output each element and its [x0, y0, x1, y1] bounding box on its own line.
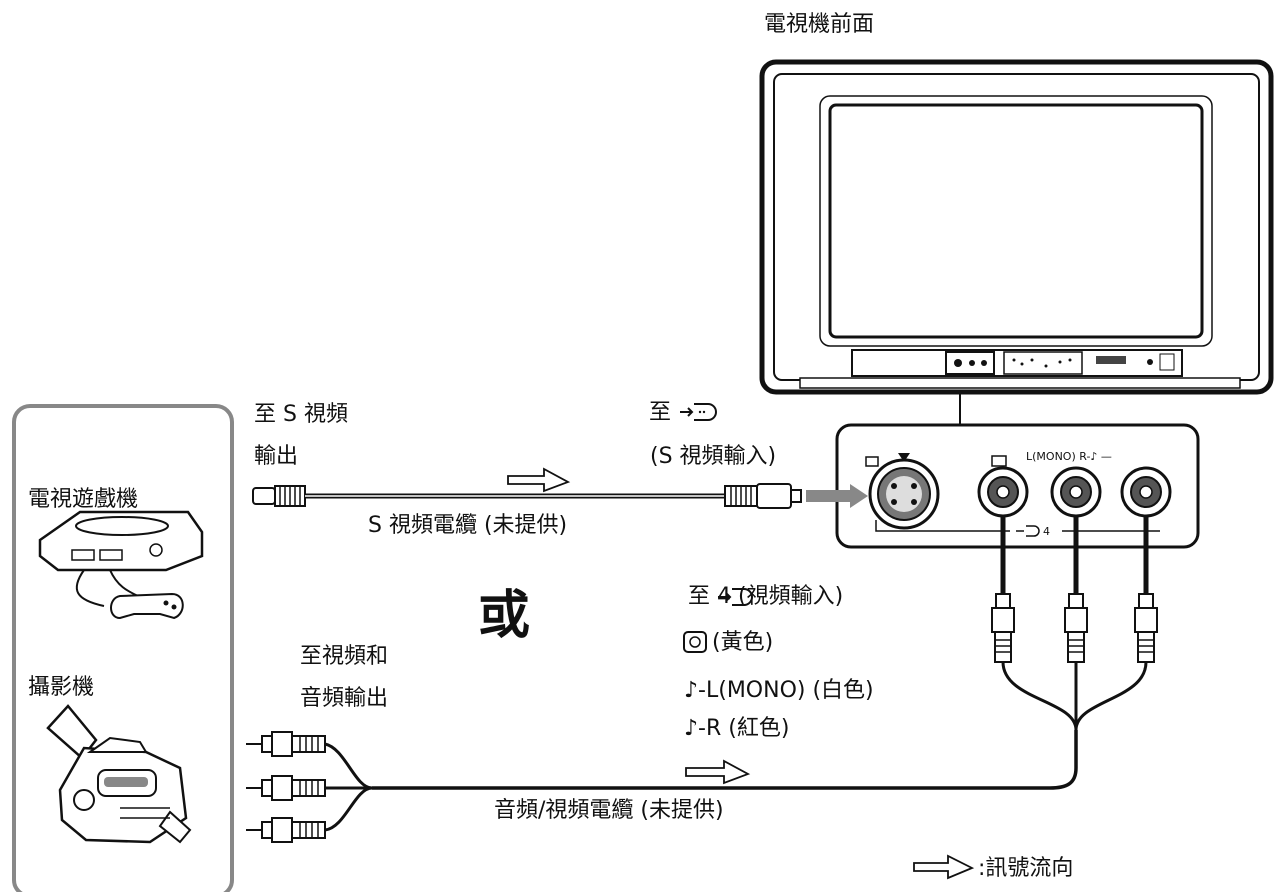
video-icon: [683, 631, 707, 653]
video-jack: [977, 466, 1029, 518]
av-source-line1: 至視頻和: [300, 644, 389, 669]
av-target-label: 至 4 (視頻輸入): [688, 584, 844, 609]
s-video-jack: [868, 458, 940, 530]
s-video-cable: [252, 483, 868, 509]
camcorder-illustration: [46, 704, 192, 844]
s-video-source-line1: 至 S 視頻: [254, 402, 348, 427]
s-video-target-line1: 至: [649, 400, 672, 425]
audio-l-jack: [1050, 466, 1102, 518]
camcorder-label: 攝影機: [28, 675, 95, 700]
audio-r-jack: [1120, 466, 1172, 518]
input-4-icon: [718, 588, 753, 606]
game-console-illustration: [38, 510, 204, 620]
game-console-label: 電視遊戲機: [28, 487, 139, 512]
panel-audio-label: L(MONO) R-♪ —: [1026, 450, 1112, 463]
input-panel-zoom: [835, 423, 1200, 549]
legend-arrow-icon: [913, 854, 975, 880]
tv-screen: [828, 103, 1204, 339]
panel-input-4-label: 4: [1043, 525, 1050, 538]
av-cable-label: 音頻/視頻電纜 (未提供): [494, 798, 724, 823]
flow-arrow-s-video: [507, 467, 571, 493]
av-audio-l-label: ♪-L(MONO) (白色): [684, 678, 874, 703]
tv-title: 電視機前面: [764, 12, 875, 37]
s-video-target-line2: (S 視頻輸入): [650, 444, 777, 469]
av-plugs-tv-side: [372, 516, 1158, 790]
input-icon: [680, 403, 717, 421]
legend-label: :訊號流向: [978, 856, 1074, 881]
s-video-source-line2: 輸出: [254, 444, 299, 469]
av-video-label: (黃色): [712, 630, 774, 655]
tv-front-panel: [851, 349, 1183, 377]
tv-front: [759, 59, 1274, 425]
s-video-cable-label: S 視頻電纜 (未提供): [368, 513, 568, 538]
av-plugs-device-side: [246, 731, 373, 843]
av-source-line2: 音頻輸出: [300, 686, 389, 711]
or-label: 或: [478, 586, 531, 646]
panel-input-4-icon: [1016, 525, 1040, 537]
flow-arrow-av: [685, 759, 751, 785]
av-audio-r-label: ♪-R (紅色): [684, 716, 790, 741]
